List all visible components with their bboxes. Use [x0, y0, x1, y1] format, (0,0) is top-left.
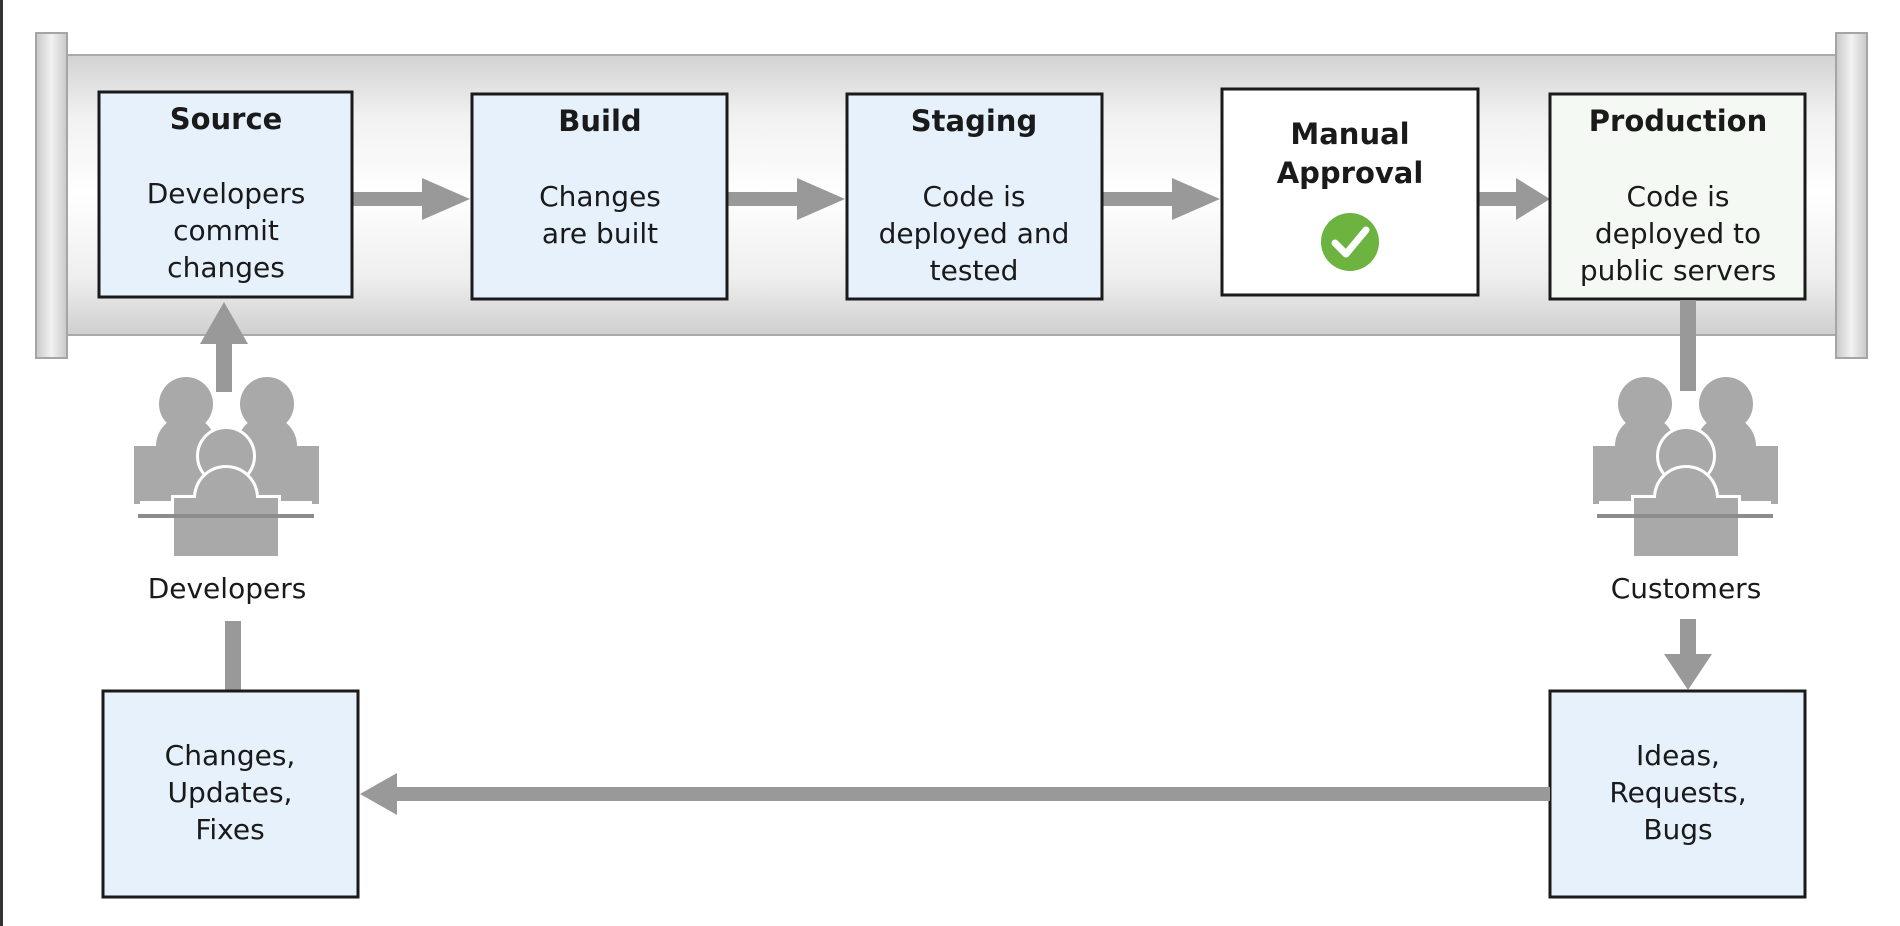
arrow-build-to-staging — [727, 178, 845, 220]
stage-staging-line-1: Code is — [923, 180, 1026, 213]
customers-people-icon — [1593, 377, 1778, 556]
arrow-source-to-build — [352, 178, 470, 220]
stage-staging: Staging Code is deployed and tested — [845, 92, 1104, 301]
ideas-line-3: Bugs — [1643, 813, 1712, 846]
stage-staging-line-2: deployed and — [879, 217, 1070, 250]
changes-line-2: Updates, — [168, 776, 293, 809]
stage-production-line-3: public servers — [1580, 254, 1776, 287]
arrow-customers-to-ideas — [1664, 619, 1712, 690]
ideas-line-1: Ideas, — [1636, 739, 1720, 772]
stage-source-title: Source — [170, 102, 283, 136]
customers-label: Customers — [1611, 572, 1762, 605]
stage-build-line-1: Changes — [539, 180, 661, 213]
arrow-ideas-to-changes — [360, 773, 1550, 815]
stage-source: Source Developers commit changes — [97, 90, 354, 299]
stage-production-line-1: Code is — [1627, 180, 1730, 213]
changes-line-1: Changes, — [165, 739, 296, 772]
stage-production: Production Code is deployed to public se… — [1548, 92, 1807, 301]
stage-approval-title-line-2: Approval — [1277, 156, 1424, 190]
stage-production-line-2: deployed to — [1595, 217, 1761, 250]
stage-production-title: Production — [1589, 104, 1767, 138]
developers-people-icon — [134, 377, 319, 556]
changes-line-3: Fixes — [195, 813, 264, 846]
stage-build-title: Build — [558, 104, 641, 138]
pipe-left-cap — [35, 32, 68, 359]
developers-label: Developers — [148, 572, 307, 605]
ideas-requests-bugs-box: Ideas, Requests, Bugs — [1548, 689, 1807, 899]
check-icon — [1321, 213, 1379, 271]
stage-manual-approval: Manual Approval — [1220, 87, 1480, 297]
stage-build: Build Changes are built — [470, 92, 729, 301]
stage-arrows — [352, 178, 1550, 220]
arrow-developers-to-source — [200, 302, 248, 392]
stage-source-line-1: Developers — [147, 177, 306, 210]
stage-approval-title-line-1: Manual — [1290, 117, 1409, 151]
line-production-to-customers — [1680, 300, 1696, 391]
arrow-approval-to-production — [1478, 178, 1550, 220]
stage-source-line-3: changes — [167, 251, 285, 284]
pipe-right-cap — [1835, 32, 1868, 359]
stage-staging-title: Staging — [911, 104, 1037, 138]
ideas-line-2: Requests, — [1609, 776, 1746, 809]
changes-updates-fixes-box: Changes, Updates, Fixes — [101, 689, 360, 899]
stage-staging-line-3: tested — [930, 254, 1019, 287]
stage-source-line-2: commit — [173, 214, 279, 247]
stage-build-line-2: are built — [542, 217, 658, 250]
line-developers-to-changes — [225, 621, 241, 690]
arrow-staging-to-approval — [1102, 178, 1220, 220]
